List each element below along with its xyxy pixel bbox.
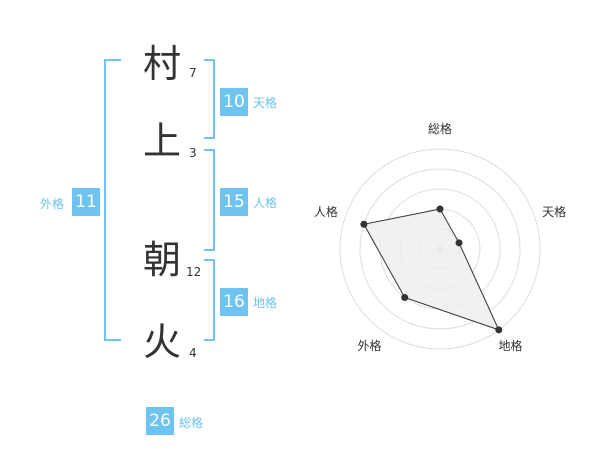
tenkaku-label: 天格: [253, 96, 278, 110]
radar-axis-label-3: 地格: [498, 338, 522, 353]
radar-axis-label-4: 外格: [357, 338, 381, 353]
soukaku-value-box: 26: [146, 407, 174, 435]
radar-point-2: [455, 239, 463, 247]
radar-axis-label-1: 総格: [428, 121, 452, 136]
name-char-3: 朝: [142, 238, 181, 282]
radar-series-area: [363, 208, 500, 331]
radar-point-3: [495, 326, 503, 334]
radar-axis-label-2: 天格: [542, 204, 566, 219]
stroke-count-1: 7: [189, 66, 197, 80]
chikaku-bracket: [204, 259, 215, 341]
radar-point-5: [360, 220, 368, 228]
gaikaku-label: 外格: [40, 197, 65, 211]
gaikaku-value-box: 11: [72, 188, 100, 216]
jinkaku-label: 人格: [253, 196, 278, 210]
stroke-count-3: 12: [186, 265, 202, 279]
stroke-count-4: 4: [189, 346, 197, 360]
radar-point-1: [436, 205, 444, 213]
tenkaku-value-box: 10: [220, 88, 248, 116]
radar-grid-ring-5: [339, 148, 541, 350]
gaikaku-bracket: [104, 59, 121, 341]
chikaku-label: 地格: [253, 296, 278, 310]
name-char-1: 村: [142, 42, 181, 86]
radar-grid-ring-4: [359, 168, 521, 330]
soukaku-label: 総格: [179, 416, 204, 430]
tenkaku-bracket: [204, 59, 215, 139]
stroke-count-2: 3: [189, 146, 197, 160]
name-char-4: 火: [142, 320, 181, 364]
jinkaku-value-box: 15: [220, 188, 248, 216]
radar-point-4: [401, 294, 409, 302]
chikaku-value-box: 16: [220, 288, 248, 316]
name-char-2: 上: [142, 119, 181, 163]
jinkaku-bracket: [204, 149, 215, 251]
radar-axis-label-5: 人格: [314, 204, 338, 219]
